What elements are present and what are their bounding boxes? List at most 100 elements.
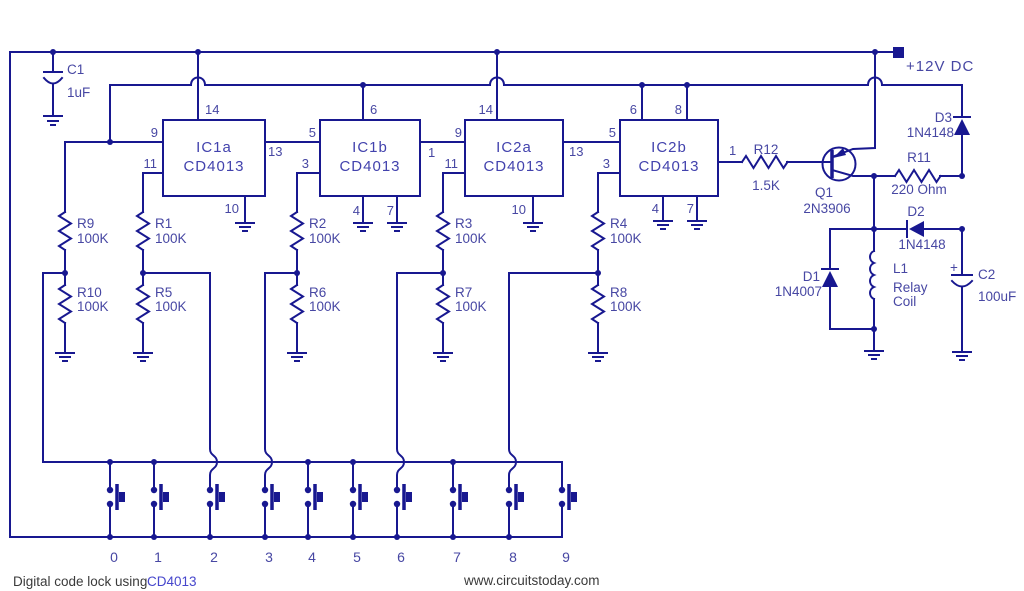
q1-part: 2N3906 [803,201,850,216]
divider-r3-r7: R3 100K R7 100K [396,172,487,491]
divider-r9-r10: R9 100K R10 100K [42,141,109,463]
ground-symbol [864,350,884,360]
r2-value: 100K [309,231,341,246]
button-3-label: 3 [265,549,273,565]
resistor-r4-symbol [590,210,606,252]
ic1a-part: CD4013 [183,158,244,175]
d3-part: 1N4148 [907,125,954,140]
r11-value: 220 Ohm [891,182,947,197]
junction-dot [140,270,146,276]
ic2b-pin4-label: 4 [652,201,659,216]
ic1b-pin3-label: 3 [302,156,309,171]
junction-dot [305,534,311,540]
r9-name: R9 [77,216,94,231]
push-button-2: 2 [206,484,225,565]
ic2a-pin14-label: 14 [479,102,493,117]
button-terminal [393,486,401,494]
button-8-label: 8 [509,549,517,565]
push-button-5: 5 [349,484,368,565]
junction-dot [871,326,877,332]
ground-symbol [55,352,75,362]
r7-name: R7 [455,285,472,300]
r6-value: 100K [309,299,341,314]
ic2a-body [464,119,564,197]
ic2a-pin11-label: 11 [445,156,459,171]
divider-r2-r6: R2 100K R6 100K [264,172,341,491]
ic2a: IC2a CD4013 14 9 11 13 10 [442,51,583,232]
resistor-r10-symbol [57,283,73,325]
resistor-r8-symbol [590,283,606,325]
c2-polarity: + [950,260,958,275]
ic2b-pin8-label: 8 [675,102,682,117]
push-button-0: 0 [106,484,125,565]
r6-name: R6 [309,285,326,300]
r12-name: R12 [754,142,779,157]
q1-collector-wire [830,168,896,177]
button-5-label: 5 [353,549,361,565]
ic2b-part: CD4013 [638,158,699,175]
ic1a-pin13-label: 13 [268,144,282,159]
q1-emitter-wire [830,51,876,159]
ic2b-pin5-label: 5 [609,125,616,140]
button-9-label: 9 [562,549,570,565]
ic2b-pin6-label: 6 [630,102,637,117]
keypad: 0 1 2 3 [9,459,577,565]
ground-symbol [133,352,153,362]
junction-dot [450,534,456,540]
button-terminal [505,486,513,494]
button-7-label: 7 [453,549,461,565]
r4-junction-wires [508,249,599,286]
junction-dot [440,270,446,276]
relay-l1: L1 Relay Coil [864,228,928,360]
ic2a-pin9-label: 9 [455,125,462,140]
ground-symbol [43,115,63,126]
r9-value: 100K [77,231,109,246]
push-button-1: 1 [150,484,169,565]
divider4-drop-wire [396,272,406,491]
ic2a-part: CD4013 [483,158,544,175]
button-terminal [558,500,566,508]
ground-symbol [387,222,407,232]
output-stage: R12 1.5K Q1 2N3906 R11 220 Ohm D3 1N4148 [717,51,1016,361]
ground-symbol [687,220,707,230]
ic1a: IC1a CD4013 14 9 11 13 10 [64,51,282,232]
junction-dot [151,534,157,540]
ground-symbol [952,351,972,361]
r10-value: 100K [77,299,109,314]
r3-junction-wires [396,249,444,286]
c2-name: C2 [978,267,995,282]
ic1b-body [319,119,421,197]
button-cap [163,492,169,502]
junction-dot [262,534,268,540]
c1-symbol [42,51,64,116]
r1-junction-wires [142,249,211,286]
junction-dot [62,270,68,276]
resistor-r12-symbol [740,154,789,170]
ic2a-pin13-label: 13 [569,144,583,159]
r5-name: R5 [155,285,172,300]
ground-symbol [235,222,255,232]
junction-dot [506,534,512,540]
c2-symbol [950,228,974,352]
button-cap [317,492,323,502]
ic2b-pin3-label: 3 [603,156,610,171]
ic1b-pin5-label: 5 [309,125,316,140]
r1-name: R1 [155,216,172,231]
c1-name: C1 [67,62,84,77]
d2-part: 1N4148 [898,237,945,252]
button-cap [362,492,368,502]
button-terminal [150,486,158,494]
ic1b: IC1b CD4013 6 5 3 1 4 7 [296,84,435,232]
ground-symbol [653,220,673,230]
capacitor-c2: + C2 100uF [950,228,1016,361]
button-2-label: 2 [210,549,218,565]
button-cap [219,492,225,502]
button-4-label: 4 [308,549,316,565]
button-terminal [106,486,114,494]
d2-symbol [909,221,924,237]
button-cap [518,492,524,502]
r4-value: 100K [610,231,642,246]
c2-value: 100uF [978,289,1016,304]
ic1b-pin1-label: 1 [428,145,435,160]
r1-value: 100K [155,231,187,246]
